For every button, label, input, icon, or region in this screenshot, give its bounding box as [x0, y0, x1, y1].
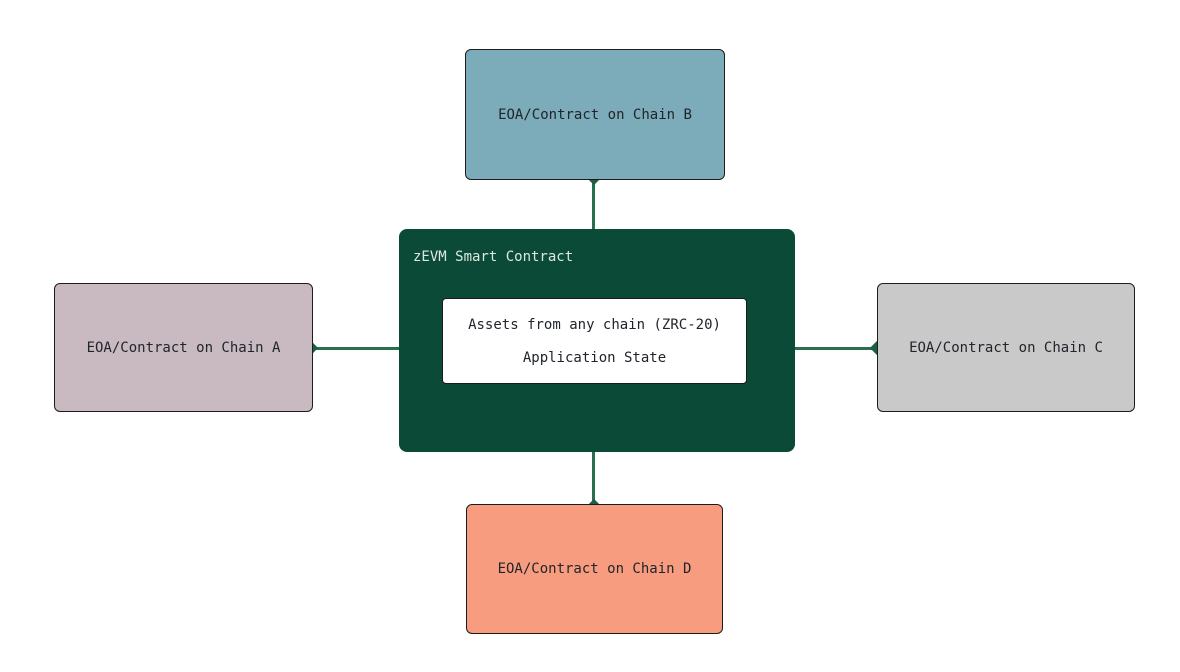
node-chain-d-label: EOA/Contract on Chain D: [497, 561, 692, 577]
zevm-title: zEVM Smart Contract: [413, 249, 574, 265]
inner-panel-line-assets: Assets from any chain (ZRC-20): [468, 316, 721, 333]
node-chain-a-label: EOA/Contract on Chain A: [86, 339, 281, 356]
connector-line-left: [311, 347, 399, 350]
node-chain-c-label: EOA/Contract on Chain C: [909, 339, 1103, 356]
node-zevm-smart-contract: zEVM Smart Contract Assets from any chai…: [399, 229, 795, 452]
node-chain-b: EOA/Contract on Chain B: [465, 49, 725, 180]
inner-panel-line-app-state: Application State: [522, 349, 667, 366]
node-chain-d: EOA/Contract on Chain D: [466, 504, 723, 634]
node-chain-b-label: EOA/Contract on Chain B: [498, 106, 692, 123]
node-chain-a: EOA/Contract on Chain A: [54, 283, 313, 412]
connector-line-top: [592, 178, 595, 229]
node-chain-c: EOA/Contract on Chain C: [877, 283, 1135, 412]
connector-line-bottom: [592, 452, 595, 506]
connector-line-right: [795, 347, 877, 350]
zevm-inner-panel: Assets from any chain (ZRC-20) Applicati…: [442, 298, 747, 384]
